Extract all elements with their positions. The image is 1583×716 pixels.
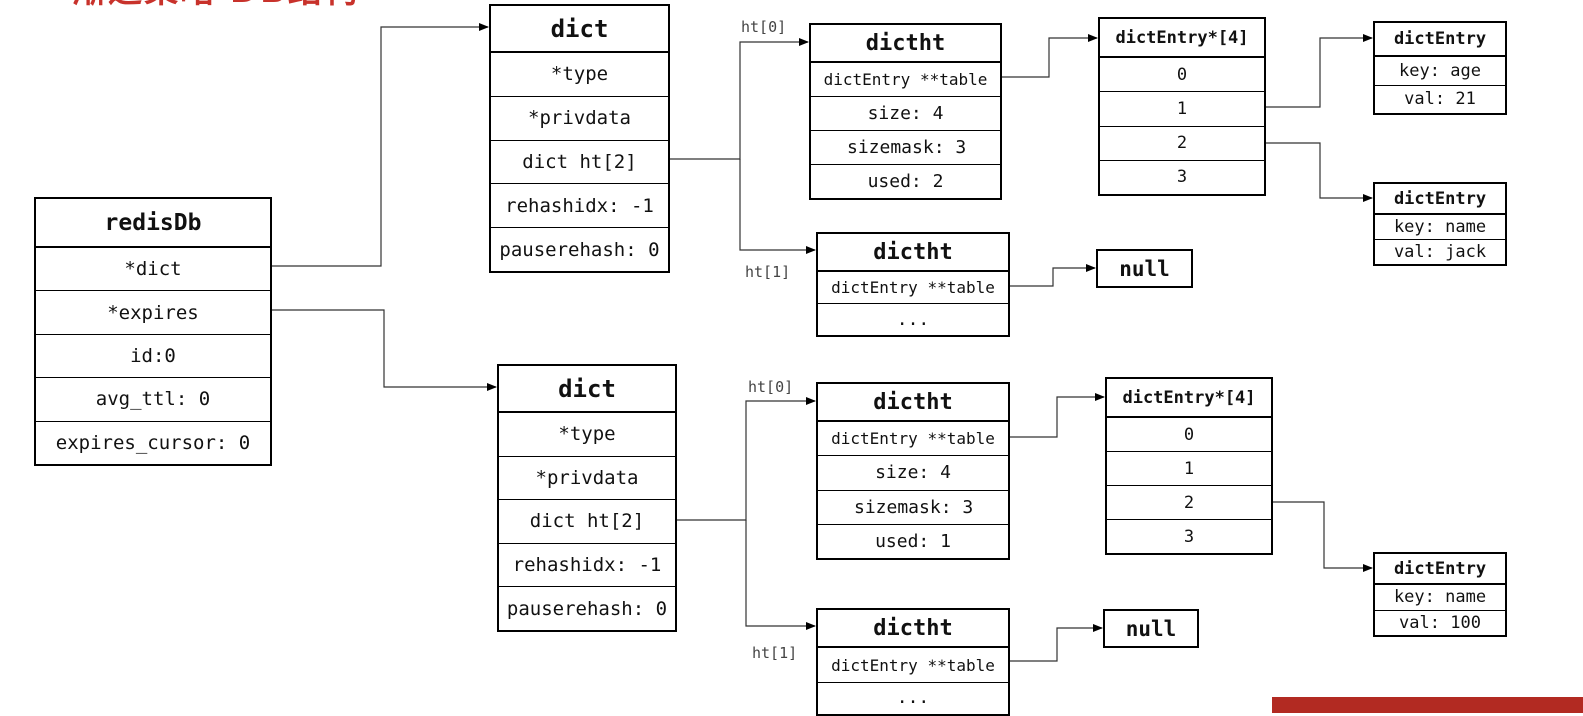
dictht-ht0-box: dictht dictEntry **table size: 4 sizemas… [816,382,1010,560]
dictentry-box: dictEntry key: name val: 100 [1373,552,1507,637]
dictentry-header: dictEntry [1375,184,1505,215]
array-slot-3: 3 [1176,167,1188,188]
dict-field-pauserehash: pauserehash: 0 [499,238,660,261]
page-title: 渐进策略 DB结构 [72,0,360,8]
dictht-field-table: dictEntry **table [818,422,1008,457]
dict-field-ht: dict ht[2] [491,141,668,185]
edge-dict2-ht1 [745,520,816,630]
dict-field-type: *type [499,413,675,457]
ht0-label: ht[0] [741,18,787,36]
array-slot-3: 3 [1183,526,1195,547]
redisdb-field-id: id:0 [36,335,270,379]
dictht-field-size: size: 4 [811,97,1000,131]
dictht-field-table: dictEntry **table [811,63,1000,97]
dictentry-array-header: dictEntry*[4] [1107,379,1271,418]
array-slot-0: 0 [1100,58,1264,93]
dictentry-array-box: dictEntry*[4] 0 1 2 3 [1105,377,1273,555]
dictentry-val: val: jack [1393,242,1487,262]
array-slot-1: 1 [1107,452,1271,486]
redisdb-header: redisDb [36,199,270,248]
edge-redisdb-expires [272,309,497,391]
dictht-ht0-box: dictht dictEntry **table size: 4 sizemas… [809,23,1002,200]
redisdb-box: redisDb *dict *expires id:0 avg_ttl: 0 e… [34,197,272,466]
dict-field-privdata: *privdata [491,97,668,141]
dictentry-header: dictEntry [1375,554,1505,585]
ht1-label: ht[1] [745,263,791,281]
edge-dict2-ht1-null [1010,624,1103,662]
edge-array1-slot2 [1266,142,1373,202]
ht0-label: ht[0] [748,378,794,396]
redisdb-field-expires-cursor: expires_cursor: 0 [55,431,251,454]
dictht-header: dictht [811,25,1000,63]
bottom-banner [1272,697,1583,713]
array-slot-1: 1 [1100,92,1264,127]
null-box: null [1103,609,1199,648]
dictht-ht1-box: dictht dictEntry **table ... [816,608,1010,716]
dict-box: dict *type *privdata dict ht[2] rehashid… [497,364,677,632]
dictht-field-table: dictEntry **table [818,272,1008,304]
edge-dict1-ht0 [670,38,809,160]
dictht-header: dictht [818,610,1008,648]
dictht-header: dictht [818,384,1008,422]
edge-redisdb-dict [272,23,489,267]
redisdb-field-avg-ttl: avg_ttl: 0 [36,378,270,422]
null-label: null [1125,616,1177,641]
edge-dict2-table [1010,393,1105,438]
dict-field-type: *type [491,53,668,97]
redisdb-field-dict: *dict [36,248,270,292]
dict-field-pauserehash: pauserehash: 0 [506,597,668,620]
edge-array1-slot1 [1266,34,1373,108]
dictentry-key: key: age [1375,57,1505,86]
array-slot-2: 2 [1107,486,1271,520]
array-slot-0: 0 [1107,418,1271,452]
edge-dict1-ht1-null [1010,264,1096,287]
edge-dict1-ht1 [739,159,816,254]
array-slot-2: 2 [1100,127,1264,161]
dictentry-array-header: dictEntry*[4] [1100,19,1264,58]
dictentry-key: key: name [1375,585,1505,611]
dictentry-box: dictEntry key: name val: jack [1373,182,1507,266]
dictentry-header: dictEntry [1375,23,1505,57]
dictht-field-used: used: 1 [875,530,951,552]
dict-field-rehashidx: rehashidx: -1 [491,184,668,229]
dictht-field-used: used: 2 [867,171,944,192]
dictht-header: dictht [818,234,1008,272]
dictht-field-ellipsis: ... [896,687,930,708]
dictht-field-ellipsis: ... [896,309,930,330]
dictentry-box: dictEntry key: age val: 21 [1373,21,1507,115]
dictentry-val: val: 100 [1399,612,1481,633]
edge-dict1-table [1002,34,1098,78]
dictht-field-table: dictEntry **table [818,648,1008,683]
redisdb-field-expires: *expires [36,291,270,335]
null-box: null [1096,249,1193,288]
dictht-field-size: size: 4 [818,456,1008,491]
dict-box: dict *type *privdata dict ht[2] rehashid… [489,4,670,273]
dict-field-ht: dict ht[2] [499,500,675,544]
dictht-ht1-box: dictht dictEntry **table ... [816,232,1010,337]
edge-dict2-ht0 [677,397,816,521]
dictentry-key: key: name [1375,215,1505,240]
dict-field-privdata: *privdata [499,457,675,501]
ht1-label: ht[1] [752,644,798,662]
dictht-field-sizemask: sizemask: 3 [811,131,1000,165]
dict-field-rehashidx: rehashidx: -1 [499,544,675,588]
dictht-field-sizemask: sizemask: 3 [818,491,1008,525]
null-label: null [1119,256,1170,281]
edge-array2-slot2 [1273,501,1373,572]
dictentry-array-box: dictEntry*[4] 0 1 2 3 [1098,17,1266,196]
dictentry-val: val: 21 [1404,89,1476,110]
dict-header: dict [491,6,668,53]
dict-header: dict [499,366,675,413]
